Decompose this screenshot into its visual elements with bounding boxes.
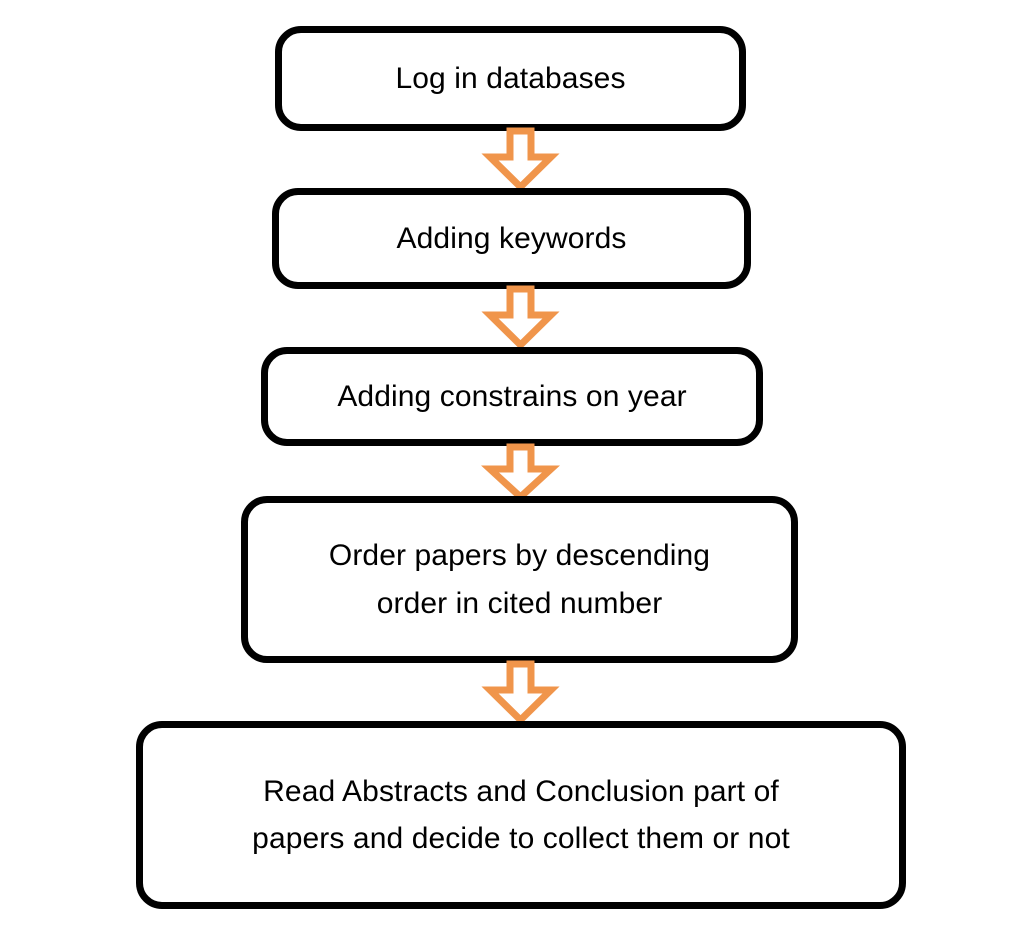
arrow-down-icon-1: [481, 127, 560, 192]
arrow-down-icon-3: [481, 443, 560, 502]
flow-node-order-papers[interactable]: Order papers by descending order in cite…: [241, 496, 798, 663]
flow-node-adding-constrains-on-year[interactable]: Adding constrains on year: [261, 347, 763, 446]
flow-node-label: Order papers by descending order in cite…: [328, 539, 711, 620]
flow-node-label: Read Abstracts and Conclusion part of pa…: [252, 774, 790, 855]
flow-node-read-abstracts[interactable]: Read Abstracts and Conclusion part of pa…: [136, 721, 906, 909]
arrow-down-icon-4: [481, 660, 560, 725]
flow-node-label: Adding keywords: [396, 221, 627, 255]
flow-node-label: Log in databases: [395, 61, 626, 95]
flow-node-label: Adding constrains on year: [337, 379, 687, 413]
flow-node-adding-keywords[interactable]: Adding keywords: [272, 188, 751, 289]
arrow-down-icon-2: [481, 285, 560, 350]
flow-node-log-in-databases[interactable]: Log in databases: [275, 26, 746, 131]
